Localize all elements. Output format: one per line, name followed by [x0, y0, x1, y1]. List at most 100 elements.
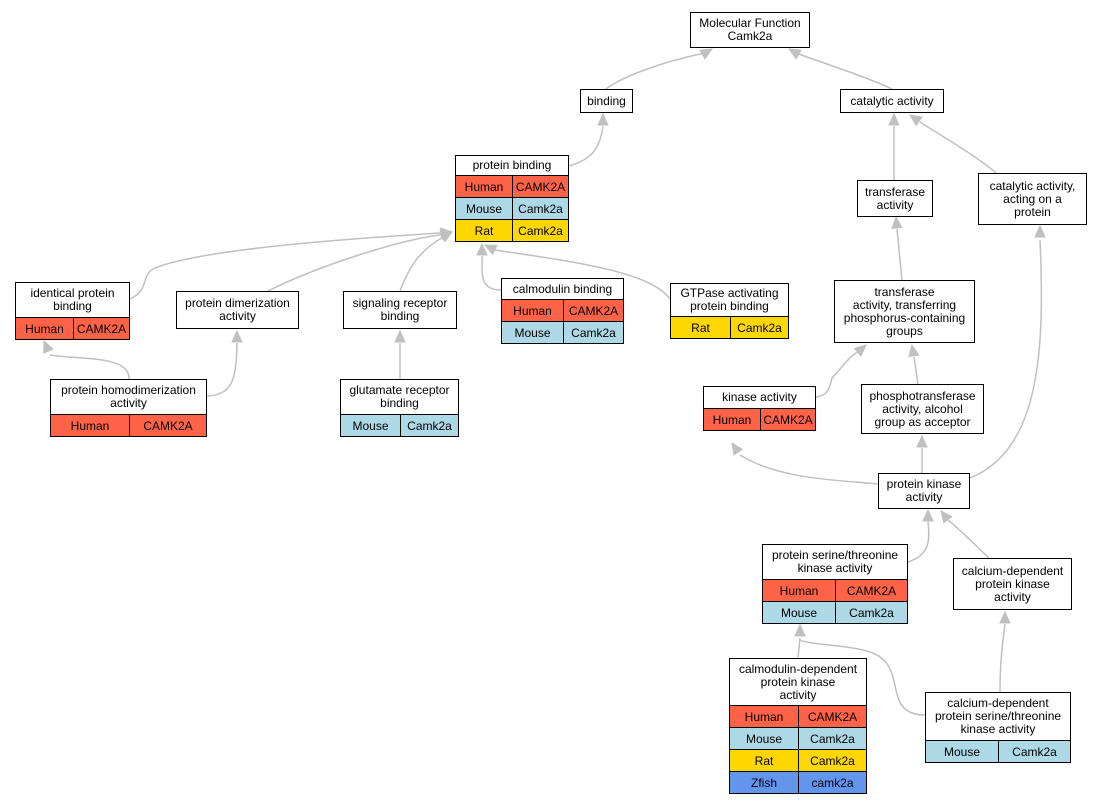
node-protein-kinase-activity[interactable]: protein kinase activity: [878, 473, 970, 509]
annotation-row: Mouse Camk2a: [341, 414, 458, 436]
species-cell: Human: [25, 321, 64, 336]
node-label: calmodulin-dependent protein kinase acti…: [738, 661, 858, 702]
species-cell: Human: [464, 179, 504, 194]
node-transferase-phosphorus[interactable]: transferase activity, transferring phosp…: [834, 280, 975, 343]
gene-cell: Camk2a: [400, 415, 458, 436]
gene-cell: CAMK2A: [512, 176, 568, 197]
edge-pkinase-to-kinase: [739, 454, 879, 485]
node-label: signaling receptor binding: [352, 296, 448, 323]
node-transferase-activity[interactable]: transferase activity: [857, 180, 933, 217]
edge-pkinase-to-phosphotrans-arrowhead: [916, 434, 928, 448]
edge-homodimer-to-identical-arrowhead: [43, 339, 54, 354]
edge-protein-binding-to-binding-arrowhead: [597, 112, 609, 126]
edge-transf-phos-to-transferase-arrowhead: [891, 215, 903, 229]
edge-gtpase-to-protein-binding: [494, 249, 671, 300]
node-label: binding: [587, 93, 626, 108]
edge-pkinase-to-kinase-arrowhead: [731, 441, 744, 456]
edge-homodimer-to-identical: [49, 354, 130, 380]
node-label: protein binding: [472, 158, 552, 172]
edge-glutamate-to-signaling-arrowhead: [394, 329, 406, 343]
species-cell: Human: [744, 709, 784, 724]
species-cell: Mouse: [943, 744, 981, 759]
node-calcium-dependent-protein-kinase[interactable]: calcium-dependent protein kinase activit…: [953, 558, 1072, 610]
species-cell: Mouse: [514, 325, 551, 340]
node-calcium-dependent-ser-thr-kinase[interactable]: calcium-dependent protein serine/threoni…: [925, 692, 1071, 763]
species-cell: Mouse: [352, 418, 389, 433]
node-signaling-receptor-binding[interactable]: signaling receptor binding: [343, 291, 457, 329]
edge-catalytic-to-mf-arrowhead: [787, 48, 802, 60]
edge-homodimer-to-dimer: [206, 342, 238, 397]
annotation-row: Rat Camk2a: [456, 219, 568, 241]
gene-cell: Camk2a: [798, 750, 866, 771]
annotation-row: Human CAMK2A: [16, 317, 129, 339]
node-label: calcium-dependent protein serine/threoni…: [934, 696, 1062, 736]
edge-kinase-to-transf-phos: [815, 351, 859, 398]
edge-calmodulin-to-protein-binding: [481, 255, 502, 291]
node-label: protein dimerization activity: [185, 296, 290, 323]
node-label: catalytic activity: [850, 93, 934, 108]
species-cell: Rat: [691, 320, 710, 335]
edge-homodimer-to-dimer-arrowhead: [231, 329, 243, 343]
edge-sertk-to-pkinase: [907, 521, 930, 563]
gene-cell: camk2a: [798, 772, 866, 793]
edge-signaling-to-protein-binding: [399, 235, 446, 292]
node-phosphotransferase[interactable]: phosphotransferase activity, alcohol gro…: [861, 384, 984, 434]
gene-cell: CAMK2A: [760, 409, 815, 430]
species-cell: Mouse: [745, 731, 783, 746]
edge-cadst-to-sertk: [799, 639, 926, 716]
edge-cat-protein-to-catalytic-arrowhead: [909, 114, 923, 127]
species-cell: Rat: [474, 223, 494, 238]
edge-cadpk-to-pkinase: [947, 519, 990, 559]
node-label: calmodulin binding: [512, 281, 613, 296]
node-label: identical protein binding: [30, 286, 115, 313]
edge-cadst-to-cadpk-arrowhead: [999, 610, 1011, 624]
node-calmodulin-dependent-protein-kinase[interactable]: calmodulin-dependent protein kinase acti…: [729, 658, 867, 794]
edge-transferase-to-catalytic-arrowhead: [888, 112, 900, 126]
edge-cat-protein-to-catalytic: [919, 121, 997, 174]
species-cell: Mouse: [780, 605, 818, 620]
gene-cell: CAMK2A: [129, 415, 206, 436]
node-label: protein homodimerization activity: [61, 383, 196, 410]
node-label: GTPase activating protein binding: [680, 286, 779, 313]
node-protein-serine-threonine-kinase[interactable]: protein serine/threonine kinase activity…: [762, 544, 908, 624]
edge-identical-to-protein-binding: [129, 232, 441, 300]
edge-sertk-to-pkinase-arrowhead: [922, 508, 934, 522]
edge-cadpk-to-pkinase-arrowhead: [940, 510, 953, 524]
annotation-row: Rat Camk2a: [671, 316, 788, 338]
species-cell: Human: [513, 303, 552, 318]
node-label: protein kinase activity: [886, 477, 962, 504]
node-catalytic-activity[interactable]: catalytic activity: [840, 89, 944, 113]
node-label: transferase activity: [864, 184, 926, 212]
node-catalytic-acting-on-protein[interactable]: catalytic activity, acting on a protein: [978, 173, 1087, 225]
gene-cell: CAMK2A: [73, 318, 129, 339]
annotation-row: Mouse Camk2a: [763, 601, 907, 623]
node-binding[interactable]: binding: [580, 89, 633, 113]
node-protein-dimerization[interactable]: protein dimerization activity: [176, 291, 299, 329]
node-label: glutamate receptor binding: [349, 383, 450, 410]
annotation-row: Human CAMK2A: [456, 175, 568, 197]
gene-cell: Camk2a: [798, 728, 866, 749]
gene-cell: Camk2a: [730, 317, 788, 338]
edge-binding-to-mf-arrowhead: [699, 48, 714, 60]
annotation-row: Mouse Camk2a: [730, 727, 866, 749]
node-label: Molecular Function Camk2a: [699, 16, 801, 43]
gene-cell: Camk2a: [512, 220, 568, 241]
node-label: protein serine/threonine kinase activity: [771, 548, 899, 575]
node-molecular-function[interactable]: Molecular Function Camk2a: [690, 12, 810, 48]
edge-cadst-to-cadpk: [999, 623, 1006, 693]
gene-cell: Camk2a: [835, 602, 907, 623]
gene-cell: Camk2a: [512, 198, 568, 219]
